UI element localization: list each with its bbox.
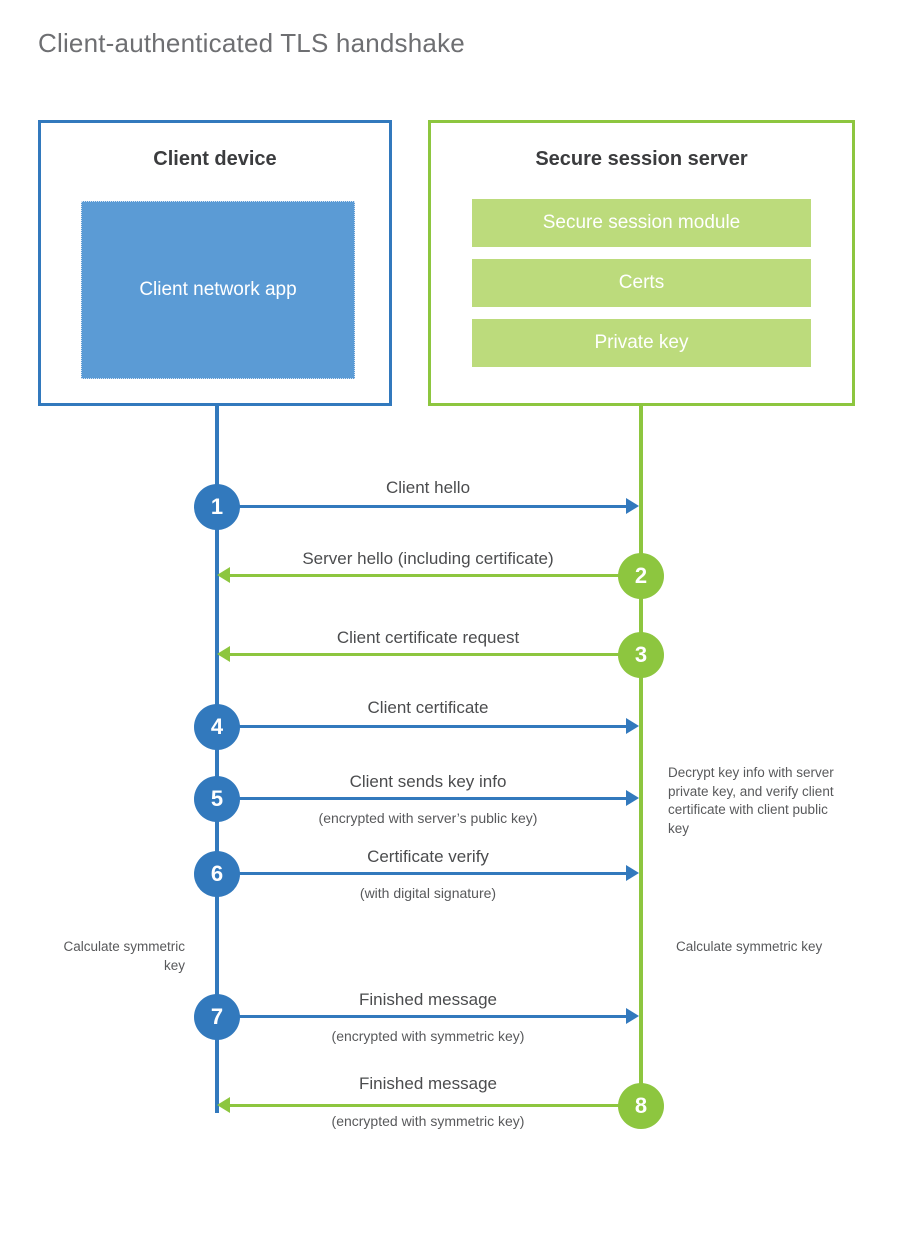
message-6-label: Certificate verify	[367, 847, 489, 866]
message-2-arrow-head-icon	[217, 567, 230, 583]
client-network-app-box: Client network app	[81, 201, 355, 379]
server-decrypt-annotation: Decrypt key info with server private key…	[668, 765, 834, 836]
client-lifeline	[215, 406, 219, 1113]
client-calculate-symmetric-key-annotation: Calculate symmetric key	[63, 939, 185, 973]
client-device-box: Client device Client network app	[38, 120, 392, 406]
server-module-certs: Certs	[472, 259, 811, 307]
step-circle-8: 8	[618, 1083, 664, 1129]
message-8-arrow-head-icon	[217, 1097, 230, 1113]
message-4-arrow-head-icon	[626, 718, 639, 734]
step-circle-4: 4	[194, 704, 240, 750]
server-module-private-key: Private key	[472, 319, 811, 367]
message-6-arrow-line	[217, 872, 626, 875]
message-7-label: Finished message	[359, 990, 497, 1009]
page-title: Client-authenticated TLS handshake	[38, 28, 465, 58]
server-module-secure-session-module: Secure session module	[472, 199, 811, 247]
message-6-sublabel: (with digital signature)	[359, 885, 497, 901]
message-8-arrow-line	[230, 1104, 641, 1107]
message-4-label: Client certificate	[367, 698, 489, 717]
message-1-arrow-line	[217, 505, 626, 508]
step-circle-2: 2	[618, 553, 664, 599]
message-7-arrow-line	[217, 1015, 626, 1018]
message-5-label: Client sends key info	[349, 772, 507, 791]
message-5-sublabel: (encrypted with server’s public key)	[318, 810, 538, 826]
message-3-label: Client certificate request	[336, 628, 520, 647]
step-circle-7: 7	[194, 994, 240, 1040]
step-circle-5: 5	[194, 776, 240, 822]
message-6-arrow-head-icon	[626, 865, 639, 881]
message-4-arrow-line	[217, 725, 626, 728]
message-3-arrow-line	[230, 653, 641, 656]
message-5-arrow-line	[217, 797, 626, 800]
step-circle-6: 6	[194, 851, 240, 897]
message-7-sublabel: (encrypted with symmetric key)	[331, 1028, 525, 1044]
message-1-label: Client hello	[385, 478, 471, 497]
message-5-arrow-head-icon	[626, 790, 639, 806]
message-1-arrow-head-icon	[626, 498, 639, 514]
server-module-list: Secure session module Certs Private key	[472, 199, 811, 367]
step-circle-3: 3	[618, 632, 664, 678]
message-2-arrow-line	[230, 574, 641, 577]
server-lifeline	[639, 406, 643, 1106]
secure-session-server-box: Secure session server Secure session mod…	[428, 120, 855, 406]
message-2-label: Server hello (including certificate)	[302, 549, 554, 568]
secure-session-server-title: Secure session server	[535, 148, 748, 170]
message-8-label: Finished message	[359, 1074, 497, 1093]
message-8-sublabel: (encrypted with symmetric key)	[331, 1113, 525, 1129]
message-7-arrow-head-icon	[626, 1008, 639, 1024]
message-3-arrow-head-icon	[217, 646, 230, 662]
step-circle-1: 1	[194, 484, 240, 530]
client-device-title: Client device	[153, 148, 277, 170]
server-calculate-symmetric-key-annotation: Calculate symmetric key	[676, 939, 823, 954]
